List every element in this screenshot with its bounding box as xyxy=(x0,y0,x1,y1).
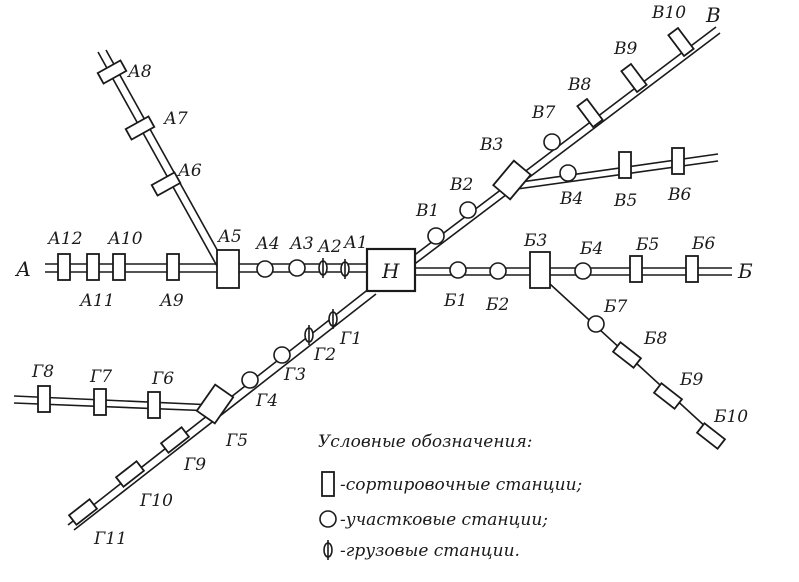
station-G3: Г3 xyxy=(283,365,306,385)
line-end-A: А xyxy=(14,257,31,281)
station-A4: А4 xyxy=(255,234,280,254)
station-A12: А12 xyxy=(47,229,83,249)
station-V6: В6 xyxy=(667,185,691,205)
legend-sorting-symbol xyxy=(321,471,335,497)
station-V3: В3 xyxy=(479,135,503,155)
station-V10: В10 xyxy=(651,3,686,23)
station-A2: А2 xyxy=(317,237,342,257)
legend-freight-text: -грузовые станции. xyxy=(340,541,520,561)
station-A5: А5 xyxy=(217,227,242,247)
station-V2: В2 xyxy=(449,175,473,195)
station-G1: Г1 xyxy=(339,329,362,349)
sorting-stations xyxy=(37,26,727,526)
station-G2: Г2 xyxy=(313,345,336,365)
station-A9: А9 xyxy=(159,291,184,311)
station-B3: Б3 xyxy=(523,231,547,251)
station-G8: Г8 xyxy=(31,362,54,382)
station-G5: Г5 xyxy=(225,431,248,451)
station-B8: Б8 xyxy=(643,329,667,349)
section-stations xyxy=(241,133,605,389)
station-V9: В9 xyxy=(613,39,637,59)
station-V1: В1 xyxy=(415,201,439,221)
station-A8: А8 xyxy=(127,62,152,82)
station-A10: А10 xyxy=(107,229,143,249)
station-A1: А1 xyxy=(343,233,368,253)
station-G7: Г7 xyxy=(89,367,112,387)
line-end-V: В xyxy=(705,3,721,27)
station-G4: Г4 xyxy=(255,391,278,411)
station-V4: В4 xyxy=(559,189,583,209)
rail-lines xyxy=(13,26,732,531)
station-A11: А11 xyxy=(79,291,115,311)
station-G11: Г11 xyxy=(93,529,127,549)
station-V8: В8 xyxy=(567,75,591,95)
station-G9: Г9 xyxy=(183,455,206,475)
legend-section-symbol xyxy=(319,510,337,528)
hub-station: Н xyxy=(365,247,417,293)
line-end-B: Б xyxy=(737,259,753,283)
station-A6: А6 xyxy=(177,161,202,181)
legend-sorting-text: -сортировочные станции; xyxy=(340,475,582,495)
legend: Условные обозначения: -сортировочные ста… xyxy=(318,432,582,561)
station-B9: Б9 xyxy=(679,370,703,390)
hub-label: Н xyxy=(381,259,400,283)
station-B7: Б7 xyxy=(603,297,627,317)
station-B6: Б6 xyxy=(691,234,715,254)
station-A3: А3 xyxy=(289,234,314,254)
station-B10: Б10 xyxy=(713,407,748,427)
station-V5: В5 xyxy=(613,191,637,211)
legend-title: Условные обозначения: xyxy=(318,432,532,452)
station-B2: Б2 xyxy=(485,295,509,315)
station-B1: Б1 xyxy=(443,291,467,311)
station-B4: Б4 xyxy=(579,239,603,259)
station-A7: А7 xyxy=(163,109,188,129)
station-G10: Г10 xyxy=(139,491,173,511)
station-G6: Г6 xyxy=(151,369,174,389)
freight-stations xyxy=(304,258,350,345)
station-V7: В7 xyxy=(531,103,555,123)
station-B5: Б5 xyxy=(635,235,659,255)
legend-section-text: -участковые станции; xyxy=(340,510,548,530)
station-labels: А Б В А1 А2 А3 А4 А5 А6 А7 А8 А9 А10 А11… xyxy=(14,3,753,549)
